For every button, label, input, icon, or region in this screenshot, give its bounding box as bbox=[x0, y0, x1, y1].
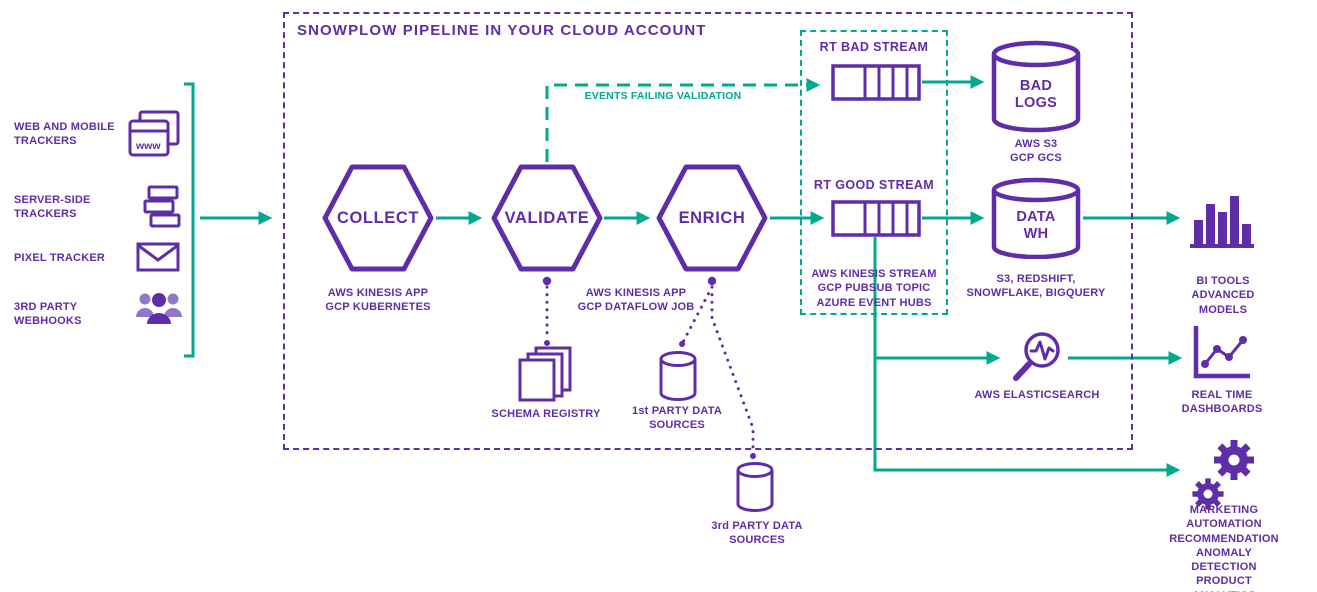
bad-stream-queue-icon bbox=[831, 64, 921, 101]
bad-logs-store: BAD LOGS bbox=[991, 40, 1081, 134]
bi-tools-label: BI TOOLS ADVANCED MODELS bbox=[1191, 275, 1255, 316]
data-warehouse-store: DATA WH bbox=[991, 177, 1081, 259]
bad-logs-label: BAD LOGS bbox=[1014, 77, 1058, 111]
schema-registry-icon bbox=[518, 346, 572, 402]
magnifier-pulse-icon bbox=[1013, 332, 1060, 381]
streams-tech-label: AWS KINESIS STREAM GCP PUBSUB TOPIC AZUR… bbox=[811, 268, 937, 309]
stage-collect: COLLECT bbox=[322, 163, 434, 273]
validate-enrich-tech-label: AWS KINESIS APP GCP DATAFLOW JOB bbox=[577, 287, 695, 314]
third-party-data-sources-label: 3rd PARTY DATA SOURCES bbox=[711, 520, 803, 547]
stage-enrich: ENRICH bbox=[656, 163, 768, 273]
data-wh-label: DATA WH bbox=[1016, 208, 1056, 242]
people-icon bbox=[136, 293, 182, 324]
schema-registry-label: SCHEMA REGISTRY bbox=[491, 408, 601, 420]
real-time-dashboards-label: REAL TIME DASHBOARDS bbox=[1181, 389, 1263, 416]
bar-chart-icon bbox=[1190, 196, 1254, 248]
elasticsearch-label: AWS ELASTICSEARCH bbox=[974, 389, 1100, 401]
stage-collect-label: COLLECT bbox=[336, 208, 420, 227]
bad-logs-tech-label: AWS S3 GCP GCS bbox=[1010, 138, 1062, 165]
data-wh-cylinder-icon bbox=[991, 177, 1081, 259]
first-party-db-icon bbox=[659, 351, 697, 401]
bad-logs-cylinder-icon bbox=[991, 40, 1081, 133]
label-web-mobile-trackers: WEB AND MOBILE TRACKERS bbox=[14, 121, 115, 148]
events-failing-validation-label: EVENTS FAILING VALIDATION bbox=[584, 90, 742, 102]
stage-validate-label: VALIDATE bbox=[504, 208, 590, 227]
line-chart-icon bbox=[1193, 326, 1250, 379]
gears-icon bbox=[1192, 440, 1254, 510]
rt-good-stream-label: RT GOOD STREAM bbox=[813, 178, 935, 192]
stage-enrich-label: ENRICH bbox=[678, 208, 746, 227]
streams-boundary-box bbox=[800, 30, 948, 315]
server-icon bbox=[143, 185, 181, 228]
collect-tech-label: AWS KINESIS APP GCP KUBERNETES bbox=[325, 287, 431, 314]
validate-hexagon-shape bbox=[491, 164, 603, 272]
label-third-party-webhooks: 3RD PARTY WEBHOOKS bbox=[14, 301, 82, 328]
sources-bracket bbox=[184, 82, 195, 358]
rt-bad-stream-label: RT BAD STREAM bbox=[819, 40, 929, 54]
browser-www-text: www bbox=[135, 140, 161, 152]
activation-label: MARKETING AUTOMATION RECOMMENDATION ANOM… bbox=[1169, 504, 1279, 592]
data-wh-tech-label: S3, REDSHIFT, SNOWFLAKE, BIGQUERY bbox=[966, 273, 1106, 300]
label-server-side-trackers: SERVER-SIDE TRACKERS bbox=[14, 194, 91, 221]
good-stream-queue-icon bbox=[831, 200, 921, 237]
third-party-db-icon bbox=[736, 462, 774, 512]
label-pixel-tracker: PIXEL TRACKER bbox=[14, 252, 106, 264]
pipeline-title: SNOWPLOW PIPELINE IN YOUR CLOUD ACCOUNT bbox=[297, 22, 707, 39]
envelope-icon bbox=[136, 242, 180, 272]
first-party-data-sources-label: 1st PARTY DATA SOURCES bbox=[632, 405, 722, 432]
collect-hexagon-shape bbox=[322, 164, 434, 272]
browser-icon: www bbox=[128, 110, 180, 157]
enrich-hexagon-shape bbox=[656, 164, 768, 272]
stage-validate: VALIDATE bbox=[491, 163, 603, 273]
pipeline-boundary-box bbox=[283, 12, 1133, 450]
